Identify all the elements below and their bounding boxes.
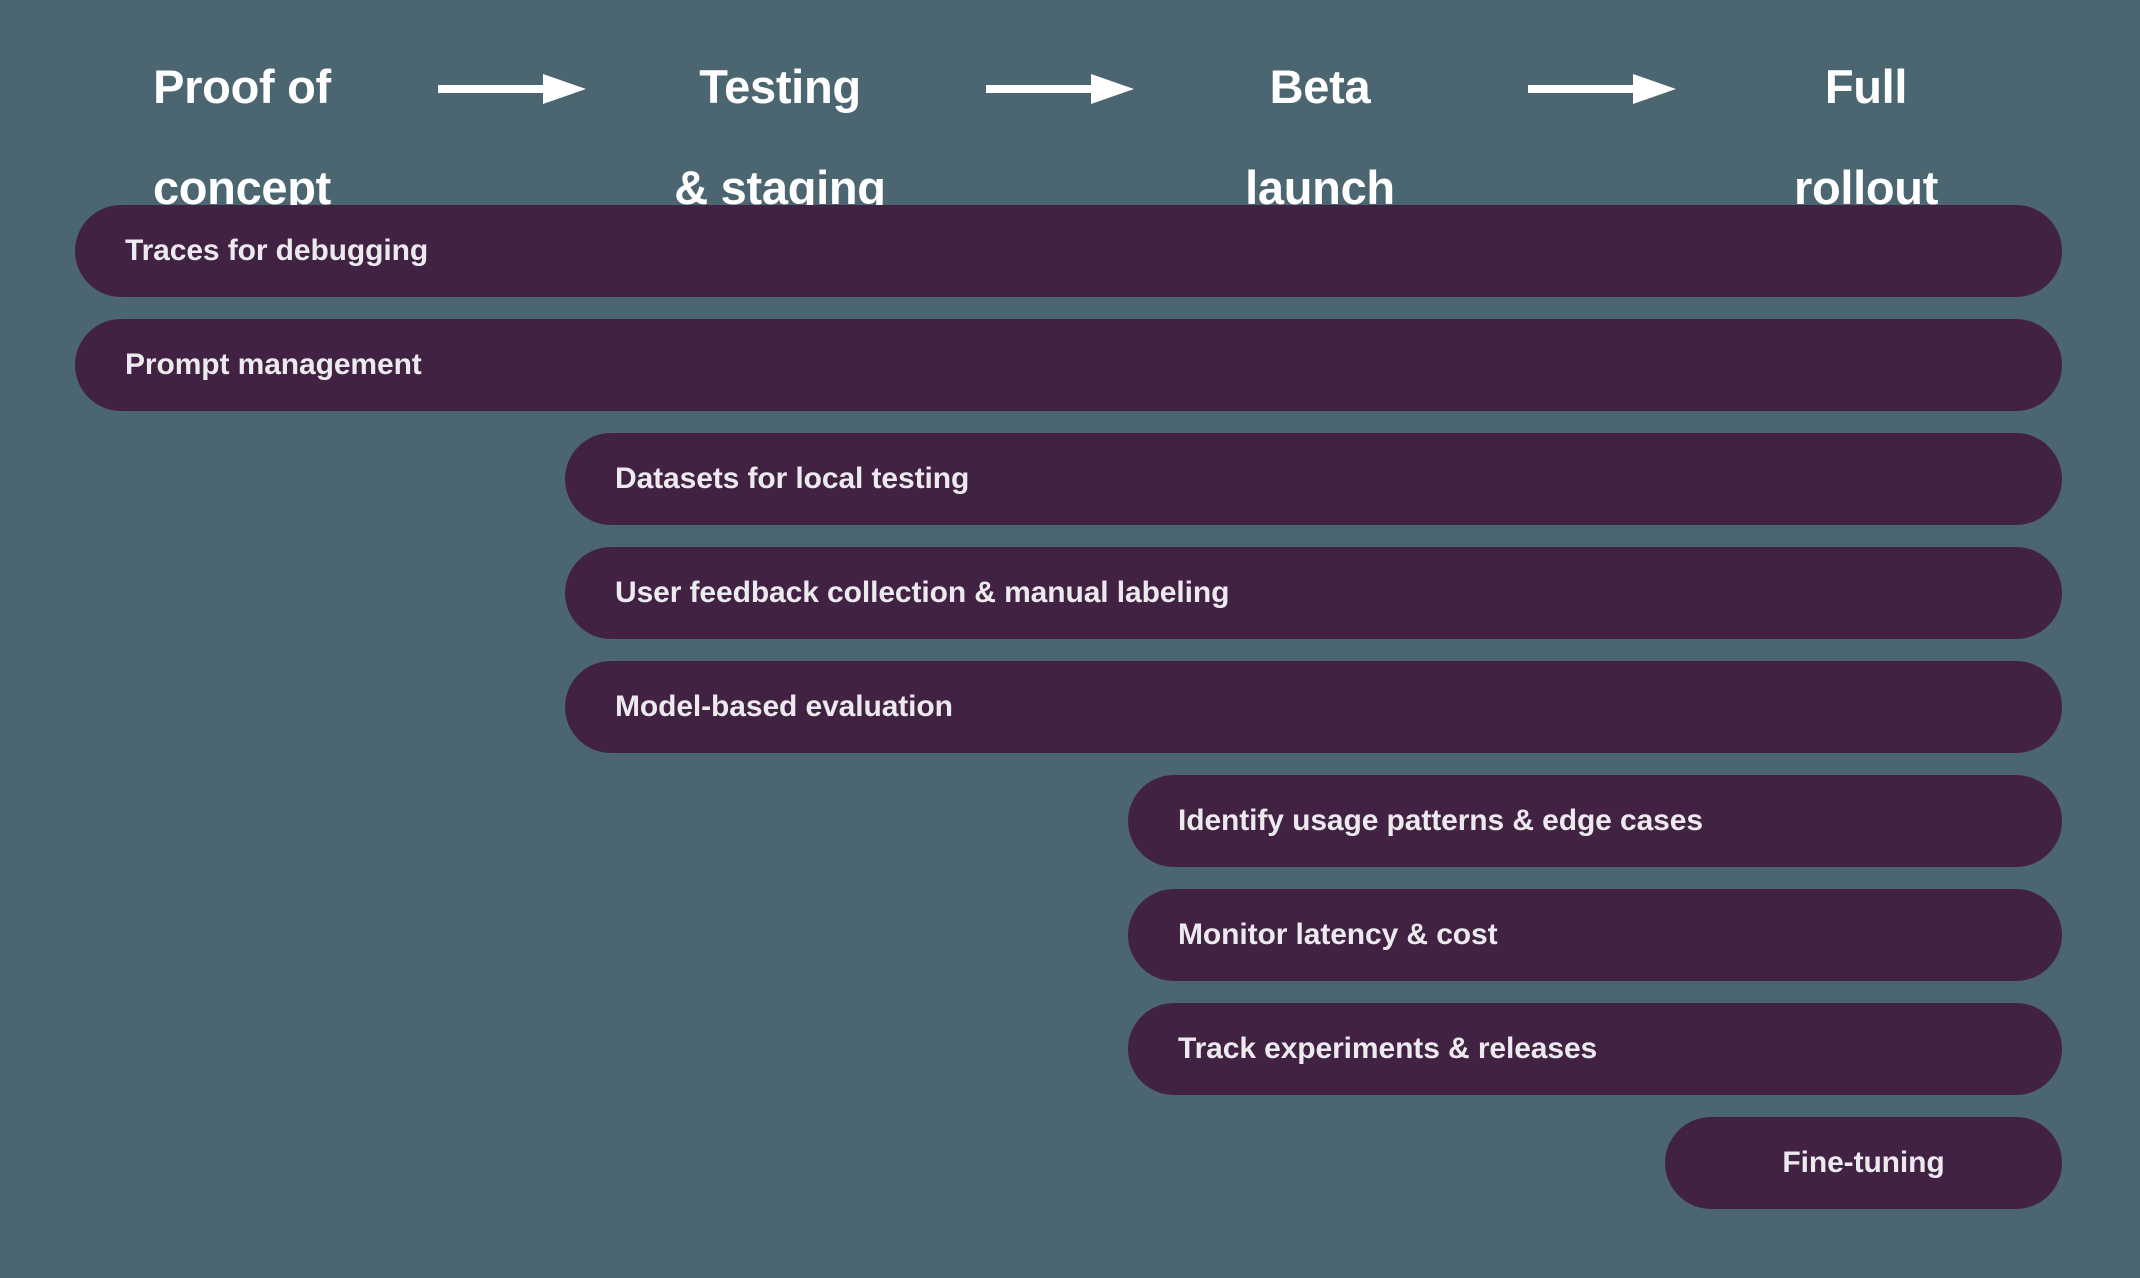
capability-bar-fine-tuning[interactable]: Fine-tuning (1665, 1117, 2062, 1209)
capability-bar-label: Track experiments & releases (1178, 1032, 1598, 1065)
arrow-right-icon (438, 74, 586, 104)
stage-header-line-1: Testing (699, 60, 861, 114)
stage-header-line-2: & staging (674, 160, 886, 214)
capability-bar-identify-usage-patterns-and-edge-cases[interactable]: Identify usage patterns & edge cases (1128, 775, 2062, 867)
stage-header-line-2: rollout (1793, 160, 1939, 214)
capability-bar-label: Fine-tuning (1782, 1146, 1945, 1179)
stage-header-proof-of-concept: Proof of concept (32, 12, 452, 263)
capability-bar-label: Identify usage patterns & edge cases (1178, 804, 1703, 837)
stage-header-line-1: Beta (1269, 60, 1371, 114)
arrow-right-icon (1528, 74, 1676, 104)
capability-bar-label: Model-based evaluation (615, 690, 953, 723)
capability-bar-label: Monitor latency & cost (1178, 918, 1498, 951)
stage-header-line-1: Full (1824, 60, 1908, 114)
arrow-right-icon (986, 74, 1134, 104)
stage-header-beta-launch: Beta launch (1110, 12, 1530, 263)
capability-bar-traces-for-debugging[interactable]: Traces for debugging (75, 205, 2062, 297)
capability-bar-label: User feedback collection & manual labeli… (615, 576, 1230, 609)
capability-bar-label: Traces for debugging (125, 234, 429, 267)
stage-header-testing-and-staging: Testing & staging (570, 12, 990, 263)
stage-header-line-2: launch (1245, 160, 1395, 214)
capability-bar-monitor-latency-and-cost[interactable]: Monitor latency & cost (1128, 889, 2062, 981)
capability-bar-model-based-evaluation[interactable]: Model-based evaluation (565, 661, 2062, 753)
capability-bar-label: Datasets for local testing (615, 462, 970, 495)
capability-bar-user-feedback-collection-and-manual-labeling[interactable]: User feedback collection & manual labeli… (565, 547, 2062, 639)
capability-bar-label: Prompt management (125, 348, 422, 381)
stage-header-line-1: Proof of (153, 60, 331, 114)
capability-bar-prompt-management[interactable]: Prompt management (75, 319, 2062, 411)
stage-header-line-2: concept (152, 160, 332, 214)
capability-bar-datasets-for-local-testing[interactable]: Datasets for local testing (565, 433, 2062, 525)
capability-bar-track-experiments-and-releases[interactable]: Track experiments & releases (1128, 1003, 2062, 1095)
stage-header-full-rollout: Full rollout (1656, 12, 2076, 263)
